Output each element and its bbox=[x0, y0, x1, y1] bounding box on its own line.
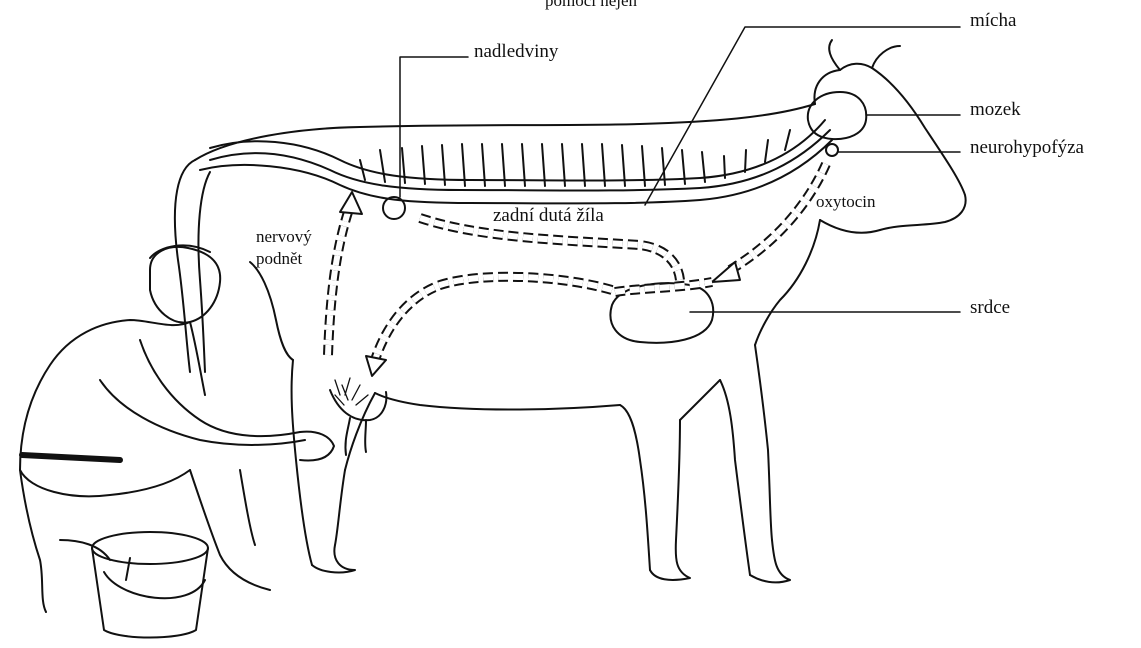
label-zadni-duta-zila: zadní dutá žíla bbox=[493, 206, 604, 225]
cow-outline bbox=[175, 40, 966, 582]
oxytocin-arrow bbox=[712, 164, 826, 282]
label-podnet: podnět bbox=[256, 250, 302, 267]
label-nervovy: nervový bbox=[256, 228, 312, 245]
label-mozek: mozek bbox=[970, 100, 1021, 119]
nerve-impulse-arrow bbox=[328, 192, 362, 355]
label-oxytocin: oxytocin bbox=[816, 193, 876, 210]
label-nadledviny: nadledviny bbox=[474, 42, 558, 61]
brain-shape bbox=[808, 92, 866, 139]
milk-bucket bbox=[92, 532, 208, 638]
heart-to-udder-arrow bbox=[366, 277, 612, 376]
farmer-figure bbox=[20, 245, 334, 612]
posterior-vena-cava-arrow bbox=[420, 218, 680, 280]
top-cropped-text: pomocí nejen bbox=[545, 0, 637, 9]
leader-nadledviny bbox=[400, 57, 468, 197]
neurohypophysis-circle bbox=[826, 144, 838, 156]
label-micha: mícha bbox=[970, 11, 1016, 30]
udder-nerves bbox=[335, 378, 368, 405]
label-neurohypofyza: neurohypofýza bbox=[970, 138, 1084, 157]
label-srdce: srdce bbox=[970, 298, 1010, 317]
